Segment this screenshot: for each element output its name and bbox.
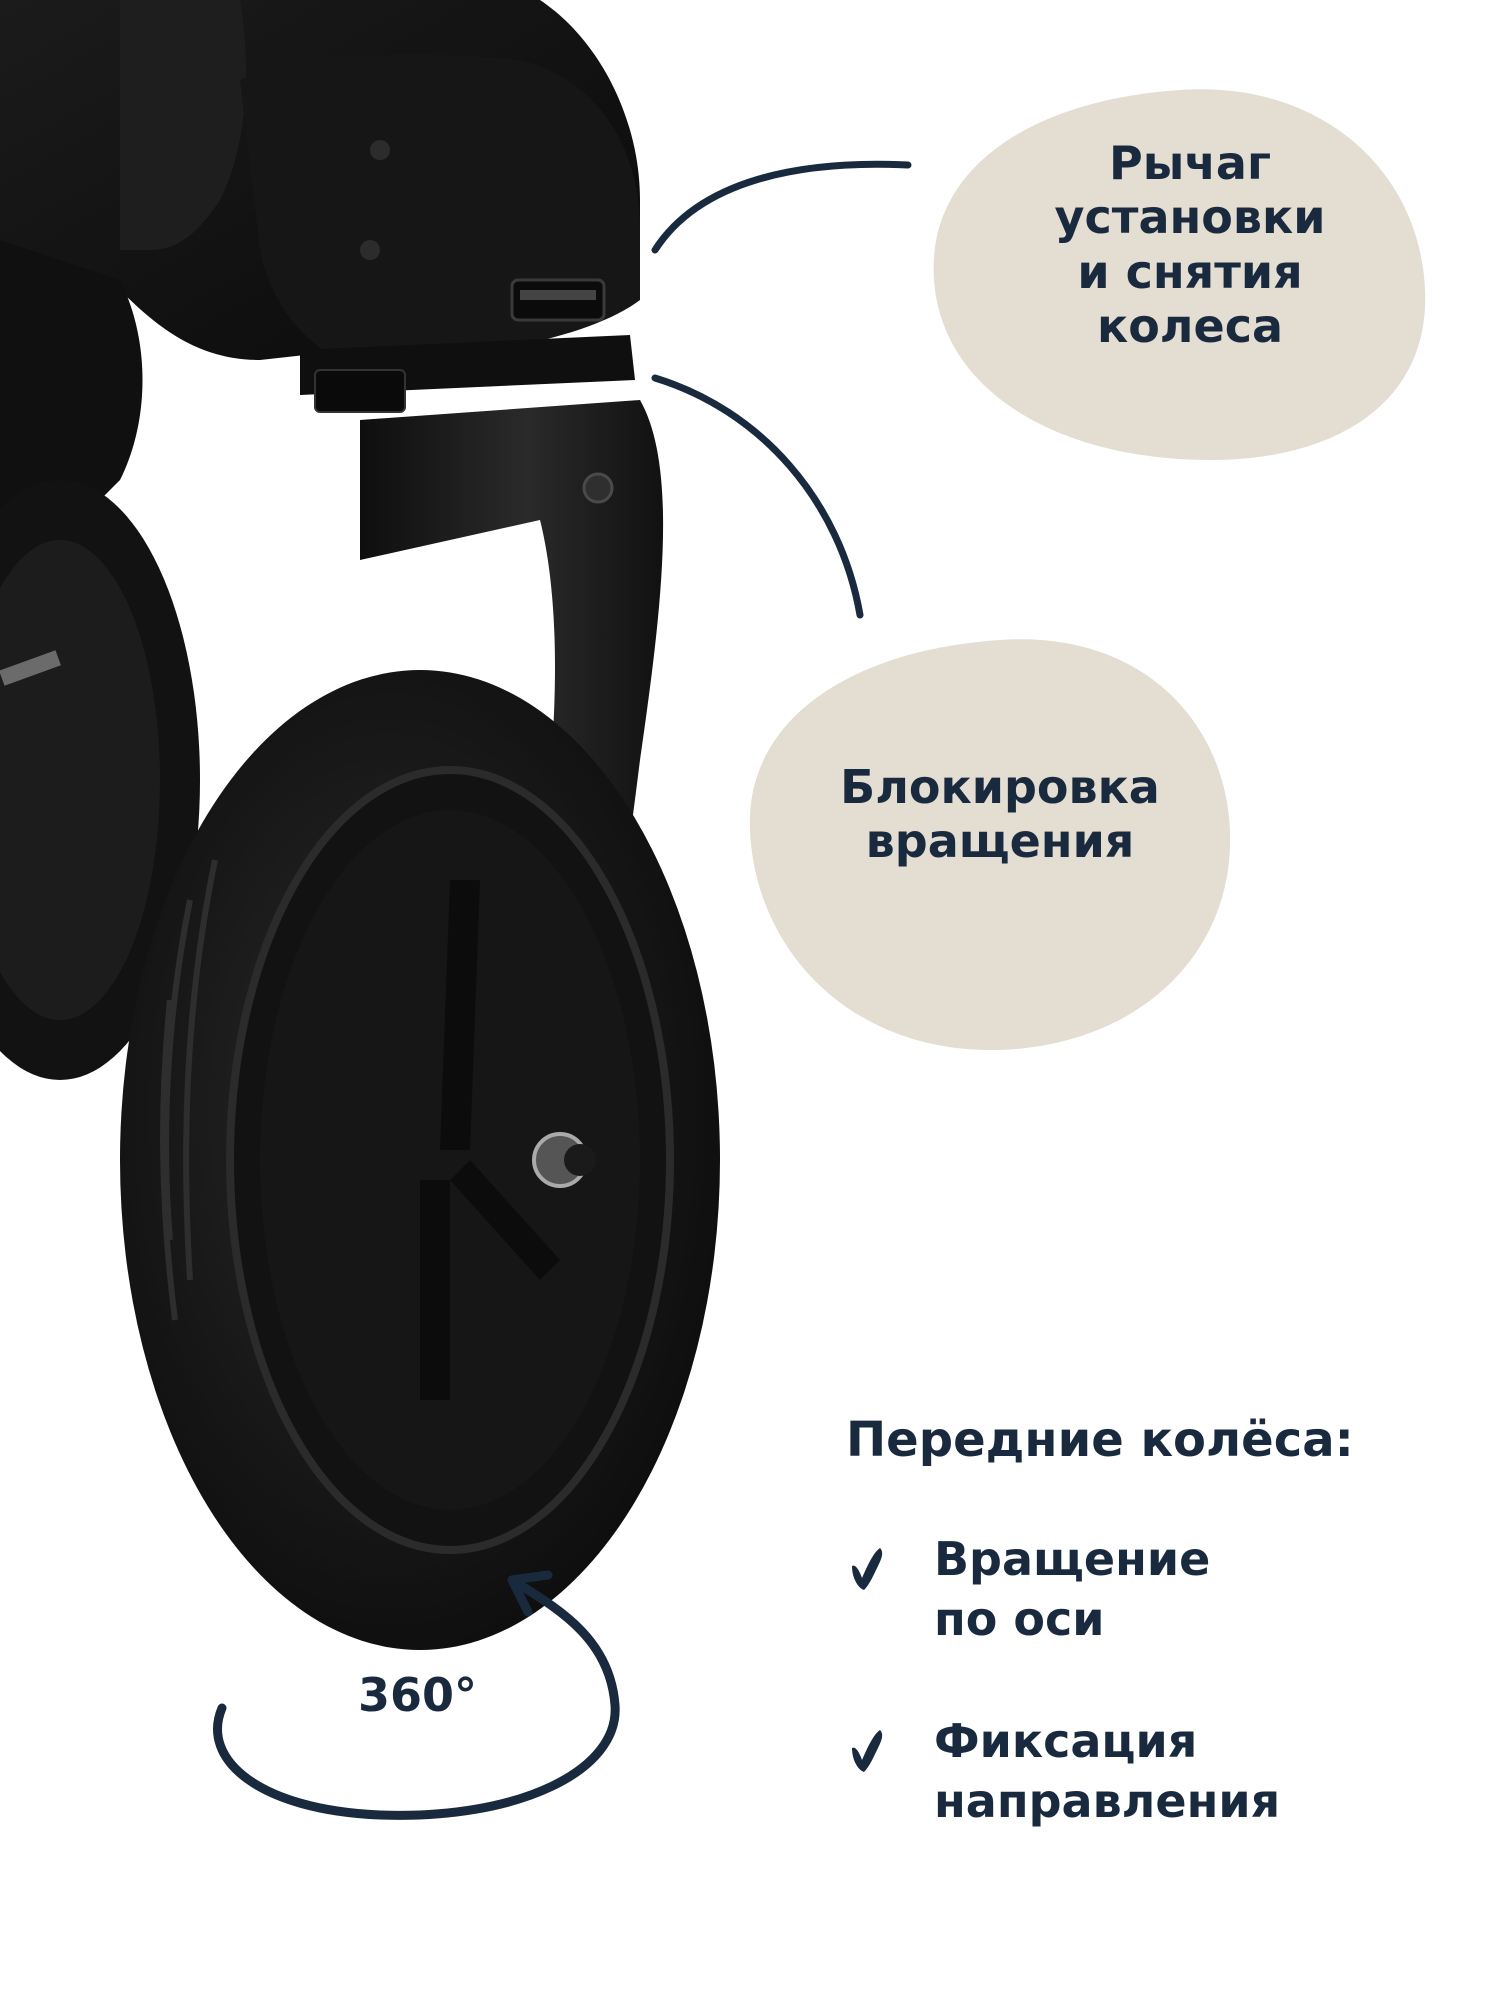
callout-lever-line: Рычаг xyxy=(1109,136,1271,190)
rotation-label: 360° xyxy=(358,1668,478,1722)
connector-lock xyxy=(651,374,864,619)
callout-lock-line: Блокировка xyxy=(840,760,1160,814)
rear-wheel xyxy=(0,480,200,1080)
callout-lever-line: установки xyxy=(1054,190,1326,245)
feature-line: по оси xyxy=(934,1591,1105,1646)
bubble-lever xyxy=(933,89,1426,460)
feature-line: Фиксация xyxy=(934,1714,1198,1768)
features-title: Передние колёса: xyxy=(846,1412,1354,1468)
callout-lever-text: Рычаг установки и снятия колеса xyxy=(1000,136,1380,353)
feature-line: направления xyxy=(934,1773,1281,1828)
check-icon xyxy=(852,1548,883,1590)
check-icon xyxy=(852,1730,883,1772)
connector-lever xyxy=(651,160,912,254)
rotation-arrow-icon xyxy=(213,1570,620,1820)
bubble-lock xyxy=(749,639,1231,1050)
callout-lever-line: и снятия xyxy=(1077,244,1303,299)
stroller-frame xyxy=(0,0,640,520)
feature-line: Вращение xyxy=(934,1532,1211,1586)
callout-lock-text: Блокировка вращения xyxy=(790,760,1210,869)
callout-lever-line: колеса xyxy=(1096,298,1284,353)
front-wheel xyxy=(120,670,720,1650)
callout-lock-line: вращения xyxy=(865,814,1135,869)
